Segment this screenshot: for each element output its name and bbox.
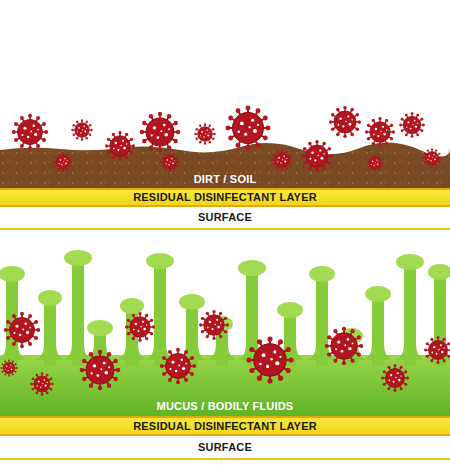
virus-particle — [160, 348, 196, 384]
band-label: RESIDUAL DISINFECTANT LAYER — [133, 420, 317, 433]
dirt-layer — [0, 142, 450, 189]
virus-particle — [53, 152, 72, 171]
mucus-bulb — [38, 290, 62, 306]
mucus-bulb — [396, 254, 424, 270]
mucus-bulb — [146, 253, 174, 269]
mucus-bulb — [309, 266, 335, 282]
band-edge — [0, 205, 450, 207]
mucus-layer — [0, 250, 450, 417]
disinfectant-band — [0, 189, 450, 206]
virus-particle — [399, 112, 425, 138]
virus-particle — [125, 312, 155, 342]
virus-particle — [366, 154, 383, 171]
virus-particle — [424, 336, 450, 364]
virus-particle — [0, 359, 17, 376]
band-edge — [0, 188, 450, 190]
virus-particle — [365, 117, 395, 147]
mucus-fillet — [396, 344, 424, 360]
virus-particle — [329, 106, 361, 138]
mucus-band: MUCUS / BODILY FLUIDS — [0, 362, 450, 415]
disinfectant-band: RESIDUAL DISINFECTANT LAYER — [0, 418, 450, 434]
mucus-fillet — [64, 344, 92, 360]
mucus-bulb — [277, 302, 303, 318]
mucus-bulb — [365, 286, 391, 302]
virus-particle — [271, 149, 292, 170]
virus-particle — [160, 152, 179, 171]
surface-band: SURFACE — [0, 207, 450, 228]
disinfectant-band — [0, 417, 450, 435]
band-label: SURFACE — [198, 441, 252, 454]
virus-particle — [422, 148, 441, 167]
band-label: MUCUS / BODILY FLUIDS — [157, 400, 294, 413]
mucus-fillet — [118, 344, 146, 360]
band-label: SURFACE — [198, 211, 252, 224]
mucus-fillet — [364, 344, 392, 360]
mucus-fillet — [36, 344, 64, 360]
mucus-bulb — [428, 264, 450, 280]
surface-band: SURFACE — [0, 436, 450, 458]
virus-particle — [246, 336, 293, 383]
virus-particle — [301, 140, 333, 172]
virus-particle — [325, 327, 364, 366]
band-edge — [0, 416, 450, 418]
virus-particle — [194, 123, 215, 144]
band-edge — [0, 434, 450, 436]
mucus-fillet — [208, 344, 236, 360]
virus-particle — [80, 350, 121, 391]
band-label: RESIDUAL DISINFECTANT LAYER — [133, 191, 317, 204]
virus-particle — [226, 106, 271, 151]
virus-particle — [12, 114, 48, 150]
virus-particle — [30, 372, 54, 396]
mucus-bulb — [64, 250, 92, 266]
mucus-bulb — [120, 298, 144, 314]
virus-particle — [105, 131, 135, 161]
virus-particle — [381, 364, 409, 392]
virus-particle — [4, 312, 40, 348]
band-edge — [0, 458, 450, 460]
mucus-bulb — [238, 260, 266, 276]
virus-particle — [199, 310, 229, 340]
band-label: DIRT / SOIL — [194, 173, 257, 186]
disinfectant-band: RESIDUAL DISINFECTANT LAYER — [0, 190, 450, 205]
mucus-bulb — [179, 294, 205, 310]
mucus-bulb — [87, 320, 113, 336]
virus-particle — [71, 119, 92, 140]
dirt-band: DIRT / SOIL — [0, 150, 450, 188]
mucus-bulb — [0, 266, 25, 282]
band-edge — [0, 228, 450, 230]
virus-particle — [140, 112, 181, 153]
